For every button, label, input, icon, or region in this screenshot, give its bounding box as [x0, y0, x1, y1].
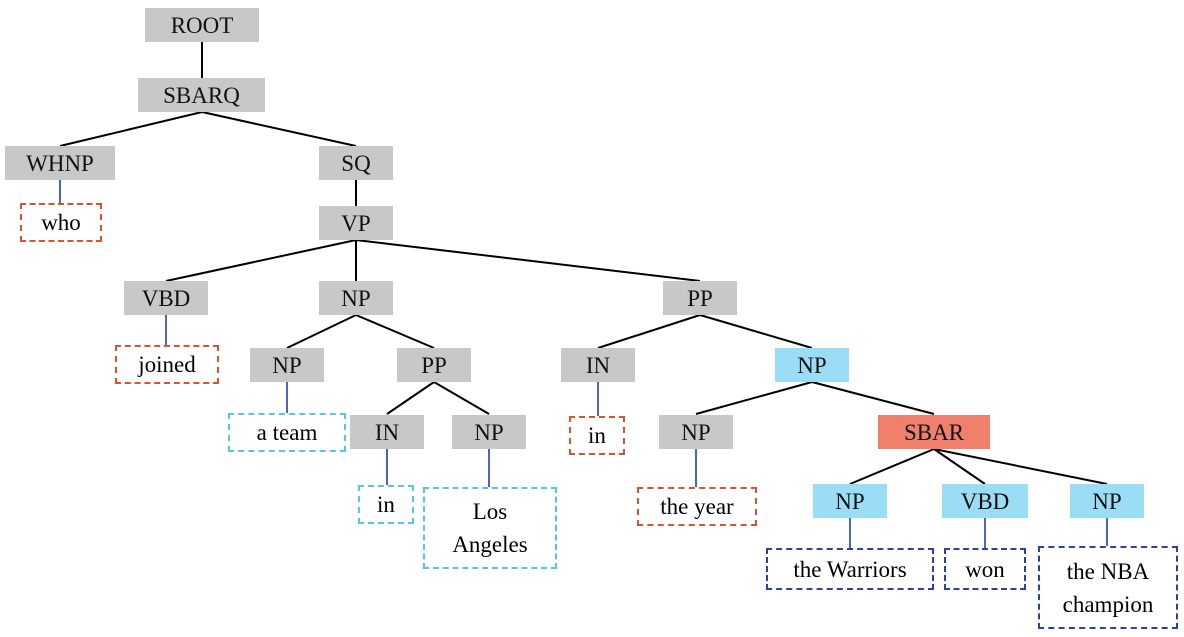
node-label: VBD — [960, 488, 1010, 514]
node-root: ROOT — [145, 8, 259, 42]
node-np-team: NP — [250, 348, 324, 382]
node-vp: VP — [319, 206, 393, 240]
node-np-year: NP — [659, 415, 733, 449]
edge-np-pp-la — [355, 314, 435, 349]
node-label: IN — [374, 419, 400, 445]
edge-vp-vbd — [165, 239, 357, 282]
edge-sbarq-whnp — [59, 111, 203, 147]
leaf-text: a team — [256, 420, 318, 445]
leaf-text: won — [965, 556, 1005, 582]
node-label: PP — [421, 352, 447, 378]
node-label: WHNP — [26, 150, 94, 176]
edge-pp-in-la — [386, 381, 435, 415]
node-np-main: NP — [319, 281, 393, 315]
leaf-text: the year — [660, 494, 734, 519]
leaf-in-1: in — [358, 485, 414, 524]
leaf-a-team: a team — [228, 413, 346, 452]
leaf-text-line-1: Los — [472, 499, 508, 524]
node-label: VP — [341, 210, 371, 236]
edge-sbar-np-champion — [933, 448, 1108, 485]
node-label: NP — [681, 419, 711, 445]
node-np-la: NP — [452, 415, 526, 449]
node-label: NP — [1092, 488, 1122, 514]
node-label: PP — [687, 285, 713, 311]
edge-vp-pp — [355, 239, 701, 282]
edge-np-sbar — [811, 381, 935, 415]
node-np-year-group: NP — [775, 348, 849, 382]
node-label: IN — [585, 352, 611, 378]
edge-pp-in-year — [597, 314, 701, 349]
leaf-text: the Warriors — [793, 556, 907, 582]
leaf-edges — [59, 180, 1108, 548]
node-label: SBAR — [903, 419, 965, 445]
node-label: NP — [272, 352, 302, 378]
node-whnp: WHNP — [5, 146, 115, 180]
edge-sbarq-sq — [201, 111, 357, 147]
edge-sbar-vbd-won — [933, 448, 986, 485]
leaf-text: joined — [138, 352, 196, 377]
node-label: NP — [797, 352, 827, 378]
node-vbd-joined: VBD — [124, 281, 208, 315]
edge-pp-np-la — [433, 381, 490, 415]
leaf-the-warriors: the Warriors — [766, 548, 934, 590]
edge-pp-np-group — [699, 314, 813, 349]
leaf-text: who — [41, 210, 81, 235]
node-label: NP — [474, 419, 504, 445]
leaf-text: in — [588, 423, 606, 448]
node-sq: SQ — [319, 146, 393, 180]
node-pp-la: PP — [397, 348, 471, 382]
node-pp-main: PP — [663, 281, 737, 315]
leaf-text-line-1: the NBA — [1066, 558, 1150, 584]
node-label: NP — [835, 488, 865, 514]
node-label: SBARQ — [163, 82, 240, 108]
leaf-text-line-2: champion — [1062, 591, 1154, 617]
phrase-edges — [59, 42, 1108, 485]
leaf-joined: joined — [115, 345, 219, 384]
leaf-in-2: in — [569, 416, 625, 455]
leaf-text-line-2: Angeles — [452, 532, 528, 557]
node-label: SQ — [341, 150, 371, 176]
node-vbd-won: VBD — [942, 484, 1028, 518]
node-label: VBD — [141, 285, 191, 311]
node-label: NP — [341, 285, 371, 311]
leaf-the-year: the year — [637, 487, 757, 526]
leaf-won: won — [944, 548, 1026, 590]
leaf-who: who — [20, 203, 102, 242]
leaf-nba-champion: the NBA champion — [1038, 546, 1178, 629]
node-sbarq: SBARQ — [138, 78, 265, 112]
node-sbar: SBAR — [878, 415, 990, 449]
node-label: ROOT — [170, 12, 234, 38]
edge-np-np-year — [695, 381, 813, 415]
node-in-la: IN — [350, 415, 424, 449]
leaf-text: in — [377, 492, 395, 517]
node-np-warriors: NP — [813, 484, 887, 518]
edge-sbar-np-warriors — [849, 448, 935, 485]
edge-np-np-team — [286, 314, 357, 349]
node-in-year: IN — [561, 348, 635, 382]
node-np-champion: NP — [1070, 484, 1144, 518]
